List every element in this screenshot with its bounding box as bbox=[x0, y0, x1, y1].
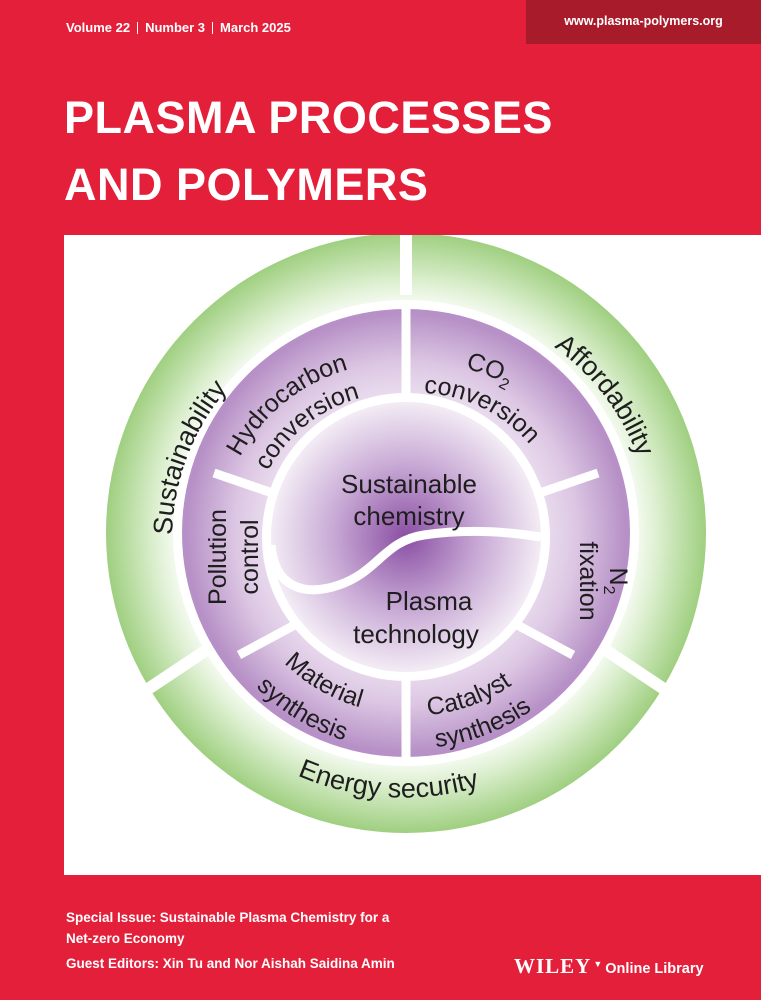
pollution-line-1: Pollution bbox=[204, 509, 232, 605]
special-issue-line-2: Net-zero Economy bbox=[66, 931, 185, 946]
wiley-wordmark: WILEY bbox=[514, 954, 592, 978]
ring-divider bbox=[120, 640, 218, 710]
website-url[interactable]: www.plasma-polymers.org bbox=[564, 14, 723, 28]
number-label: Number 3 bbox=[145, 20, 206, 35]
journal-title-line-2: AND POLYMERS bbox=[64, 159, 429, 210]
center-wave-divider bbox=[271, 526, 541, 595]
issue-info: Volume 22 Number 3 March 2025 bbox=[66, 20, 291, 35]
website-box[interactable]: www.plasma-polymers.org bbox=[526, 0, 761, 44]
center-top-line-1: Sustainable bbox=[341, 469, 477, 499]
center-bottom-line-1: Plasma bbox=[386, 586, 473, 616]
special-issue: Special Issue: Sustainable Plasma Chemis… bbox=[66, 907, 486, 949]
publisher-logo[interactable]: WILEY ▼ Online Library bbox=[514, 954, 704, 979]
n2-line-2: fixation bbox=[574, 541, 602, 620]
volume-label: Volume 22 bbox=[66, 20, 131, 35]
divider bbox=[137, 21, 139, 34]
cover-illustration: Sustainable chemistry Plasma technology … bbox=[106, 235, 706, 833]
center-bottom-line-2: technology bbox=[353, 619, 479, 649]
center-top-line-2: chemistry bbox=[353, 501, 464, 531]
cover-illustration-panel: Sustainable chemistry Plasma technology … bbox=[64, 235, 761, 875]
triangle-icon: ▼ bbox=[593, 959, 603, 969]
online-library-label: Online Library bbox=[605, 961, 704, 977]
guest-editors: Guest Editors: Xin Tu and Nor Aishah Sai… bbox=[66, 956, 395, 971]
pollution-line-2: control bbox=[236, 519, 264, 594]
date-label: March 2025 bbox=[220, 20, 291, 35]
journal-title-line-1: PLASMA PROCESSES bbox=[64, 92, 553, 143]
special-issue-line-1: Special Issue: Sustainable Plasma Chemis… bbox=[66, 910, 390, 925]
journal-title: PLASMA PROCESSES AND POLYMERS bbox=[64, 84, 724, 218]
ring-divider bbox=[594, 640, 692, 710]
divider bbox=[212, 21, 214, 34]
n2-line-1: N2 bbox=[600, 568, 632, 595]
